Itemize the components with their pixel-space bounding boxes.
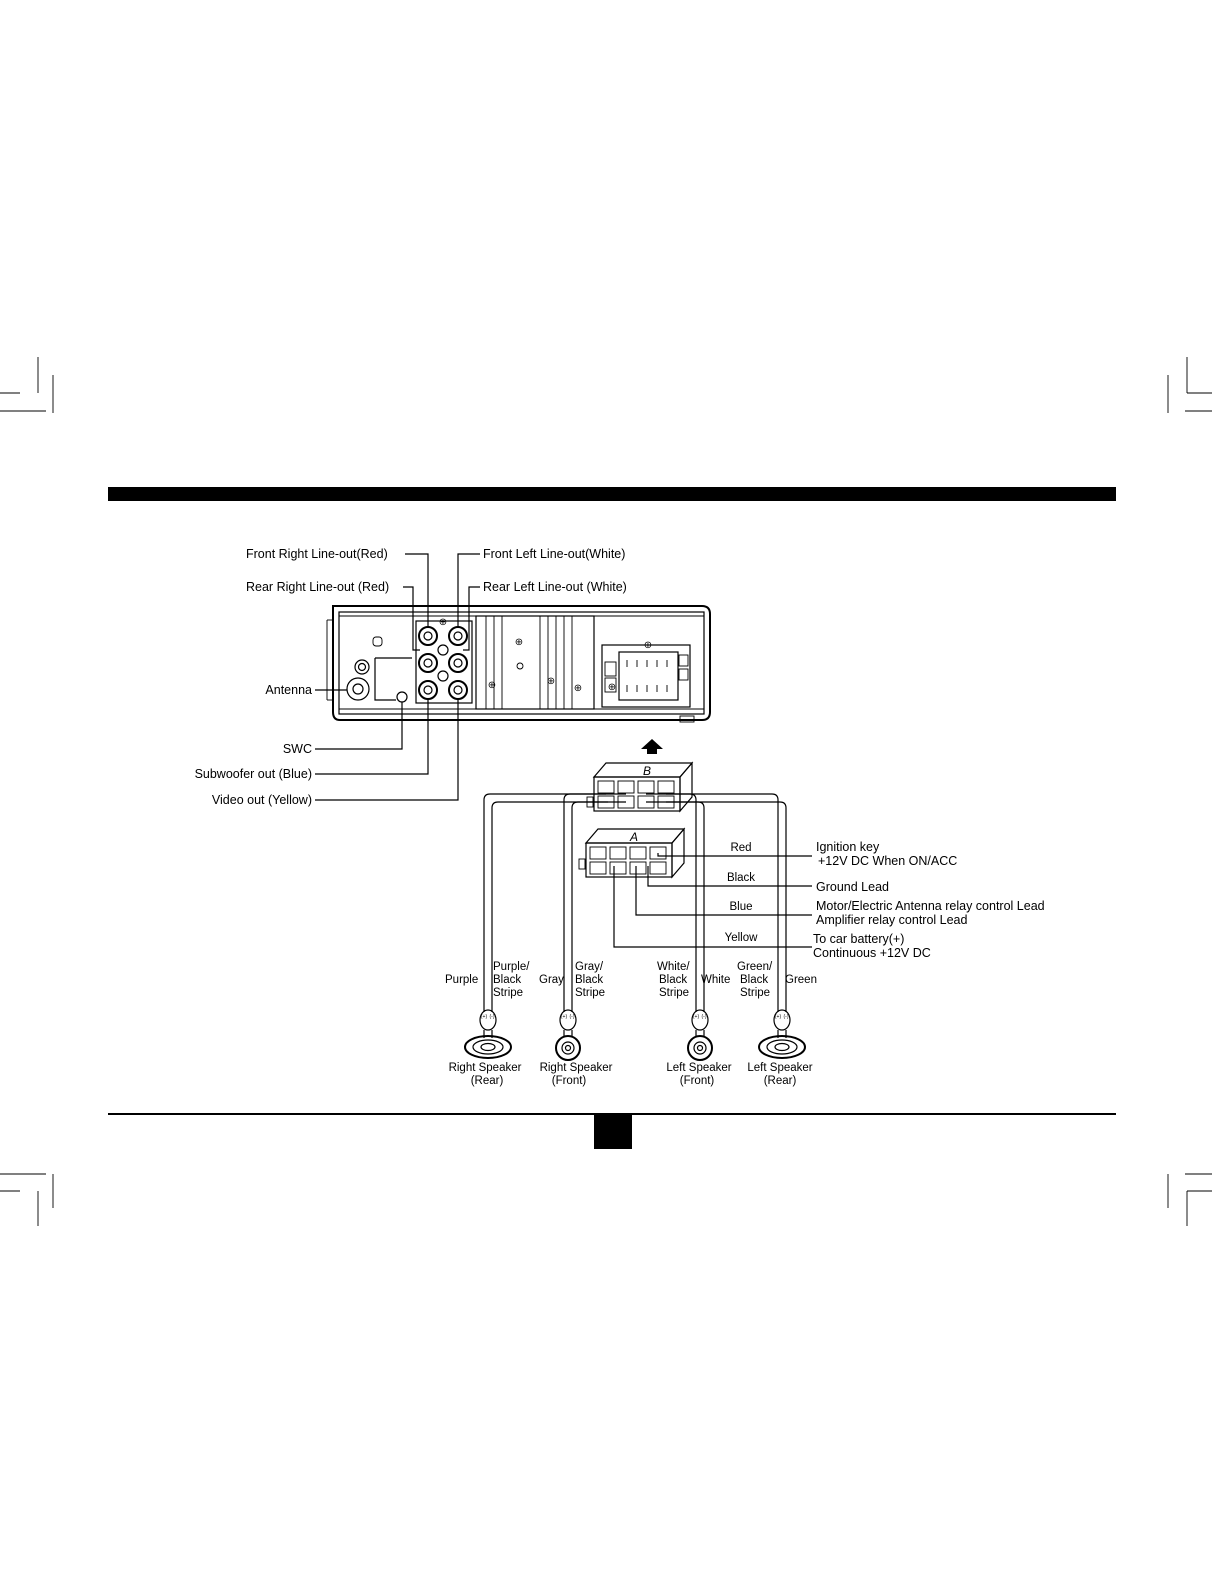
label-antenna: Antenna <box>265 683 312 697</box>
svg-text:⊕: ⊕ <box>515 637 523 648</box>
speaker-right-front-icon: (+) (-) <box>555 1009 581 1061</box>
wire-green-black-label-1: Green/ <box>737 961 773 973</box>
label-rear-right-line-out: Rear Right Line-out (Red) <box>246 580 389 594</box>
speaker-right-front-label-1: Right Speaker <box>540 1062 613 1074</box>
label-subwoofer-out: Subwoofer out (Blue) <box>195 767 312 781</box>
insert-arrow-icon <box>641 739 663 754</box>
connector-b: B <box>586 761 694 813</box>
head-unit: ⊕ ⊕ ⊕ ⊕ ⊕ <box>326 605 711 723</box>
wire-white-black-label-1: White/ <box>657 961 690 973</box>
swc-jack <box>396 691 408 703</box>
crop-marks <box>0 357 1212 1226</box>
iso-socket: ⊕ ⊕ <box>601 640 691 708</box>
ignition-voltage-label: +12V DC When ON/ACC <box>818 854 957 868</box>
harness-a-wires <box>613 853 812 948</box>
svg-text:(-): (-) <box>490 1014 495 1020</box>
wire-red-label: Red <box>730 842 751 854</box>
speaker-left-front-icon: (+) (-) <box>687 1009 713 1061</box>
wire-purple-black-label-3: Stripe <box>493 987 523 999</box>
speaker-left-front-label-1: Left Speaker <box>666 1062 731 1074</box>
label-rear-left-line-out: Rear Left Line-out (White) <box>483 580 627 594</box>
svg-text:⊕: ⊕ <box>547 676 555 687</box>
wire-purple-label: Purple <box>445 974 478 986</box>
connector-b-label: B <box>643 764 651 778</box>
label-video-out: Video out (Yellow) <box>212 793 312 807</box>
svg-text:⊕: ⊕ <box>439 617 447 628</box>
speaker-right-rear-label-2: (Rear) <box>471 1075 504 1087</box>
wire-blue-label: Blue <box>729 901 752 913</box>
svg-text:(+): (+) <box>693 1014 700 1020</box>
ground-lead-label: Ground Lead <box>816 880 889 894</box>
label-front-right-line-out: Front Right Line-out(Red) <box>246 547 388 561</box>
speaker-right-front-label-2: (Front) <box>552 1075 587 1087</box>
svg-text:(-): (-) <box>702 1014 707 1020</box>
svg-text:(+): (+) <box>481 1014 488 1020</box>
wire-purple-black-label-1: Purple/ <box>493 961 530 973</box>
svg-text:⊕: ⊕ <box>574 683 582 694</box>
wire-purple-black-label-2: Black <box>493 974 521 986</box>
connector-a: A <box>578 827 686 879</box>
svg-text:⊕: ⊕ <box>488 680 496 691</box>
wire-green-black-label-3: Stripe <box>740 987 770 999</box>
label-front-left-line-out: Front Left Line-out(White) <box>483 547 625 561</box>
svg-text:(-): (-) <box>570 1014 575 1020</box>
amplifier-relay-label: Amplifier relay control Lead <box>816 913 968 927</box>
page-number-tab <box>594 1115 632 1149</box>
ignition-key-label: Ignition key <box>816 840 880 854</box>
wire-white-label: White <box>701 974 730 986</box>
wire-white-black-label-3: Stripe <box>659 987 689 999</box>
speaker-right-rear-label-1: Right Speaker <box>449 1062 522 1074</box>
rca-jacks <box>418 626 468 700</box>
wire-gray-label: Gray <box>539 974 564 986</box>
wire-green-black-label-2: Black <box>740 974 768 986</box>
wire-white-black-label-2: Black <box>659 974 687 986</box>
wire-green-label: Green <box>785 974 817 986</box>
svg-text:(+): (+) <box>561 1014 568 1020</box>
wire-black-label: Black <box>727 872 755 884</box>
speaker-left-rear-label-1: Left Speaker <box>747 1062 812 1074</box>
wire-gray-black-label-2: Black <box>575 974 603 986</box>
car-battery-label: To car battery(+) <box>813 932 904 946</box>
leader-lines <box>315 553 480 801</box>
antenna-relay-label: Motor/Electric Antenna relay control Lea… <box>816 899 1045 913</box>
speaker-left-front-label-2: (Front) <box>680 1075 715 1087</box>
wire-yellow-label: Yellow <box>725 932 759 944</box>
header-bar <box>108 487 1116 501</box>
speaker-wires <box>483 793 787 1012</box>
wire-gray-black-label-1: Gray/ <box>575 961 604 973</box>
wire-gray-black-label-3: Stripe <box>575 987 605 999</box>
speaker-left-rear-icon: (+) (-) <box>758 1009 806 1059</box>
svg-text:⊕: ⊕ <box>644 640 652 651</box>
speaker-right-rear-icon: (+) (-) <box>464 1009 512 1059</box>
continuous-12v-label: Continuous +12V DC <box>813 946 931 960</box>
connector-a-label: A <box>629 830 638 844</box>
svg-text:(-): (-) <box>784 1014 789 1020</box>
svg-text:(+): (+) <box>775 1014 782 1020</box>
svg-text:⊕: ⊕ <box>608 682 616 693</box>
speaker-left-rear-label-2: (Rear) <box>764 1075 797 1087</box>
heatsink: ⊕ ⊕ ⊕ ⊕ <box>475 615 595 710</box>
label-swc: SWC <box>283 742 312 756</box>
